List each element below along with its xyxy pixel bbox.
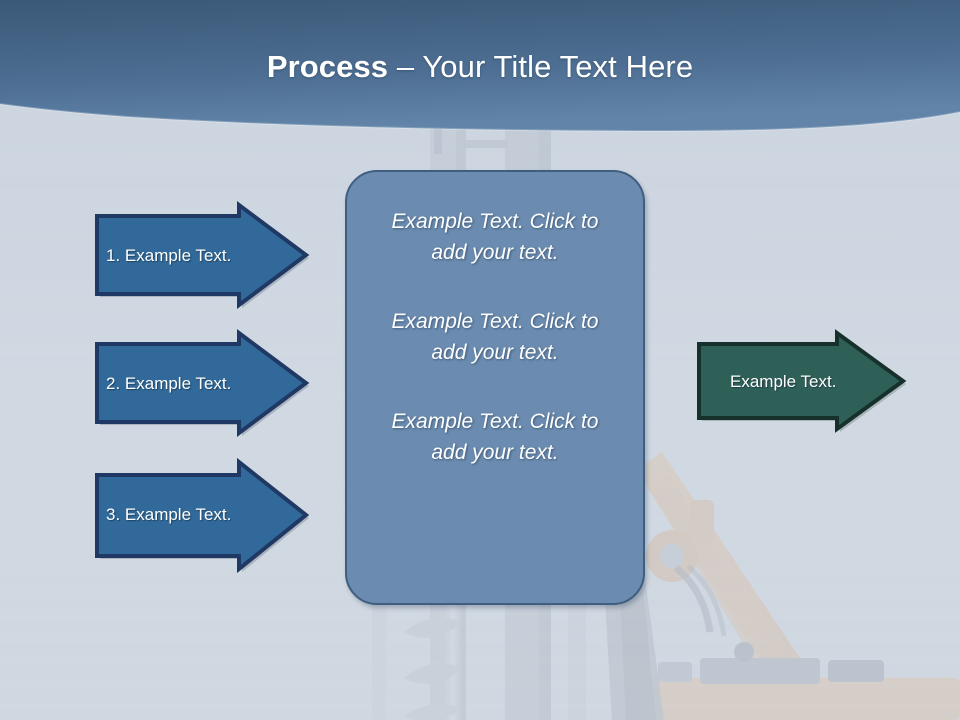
step-arrow-2[interactable]: 2. Example Text. <box>92 328 312 440</box>
center-paragraph-2: Example Text. Click to add your text. <box>391 310 599 364</box>
center-paragraph-1: Example Text. Click to add your text. <box>391 210 599 264</box>
step-arrow-3[interactable]: 3. Example Text. <box>92 457 312 575</box>
page-title-rest: – Your Title Text Here <box>388 49 694 84</box>
page-title-bold: Process <box>266 49 389 84</box>
center-content-box[interactable]: Example Text. Click to add your text. Ex… <box>345 170 645 605</box>
header-banner <box>0 0 960 145</box>
result-arrow[interactable]: Example Text. <box>694 328 910 436</box>
page-title: Process – Your Title Text Here <box>0 48 960 86</box>
step-arrow-1[interactable]: 1. Example Text. <box>92 200 312 312</box>
center-paragraph-3: Example Text. Click to add your text. <box>391 410 599 464</box>
